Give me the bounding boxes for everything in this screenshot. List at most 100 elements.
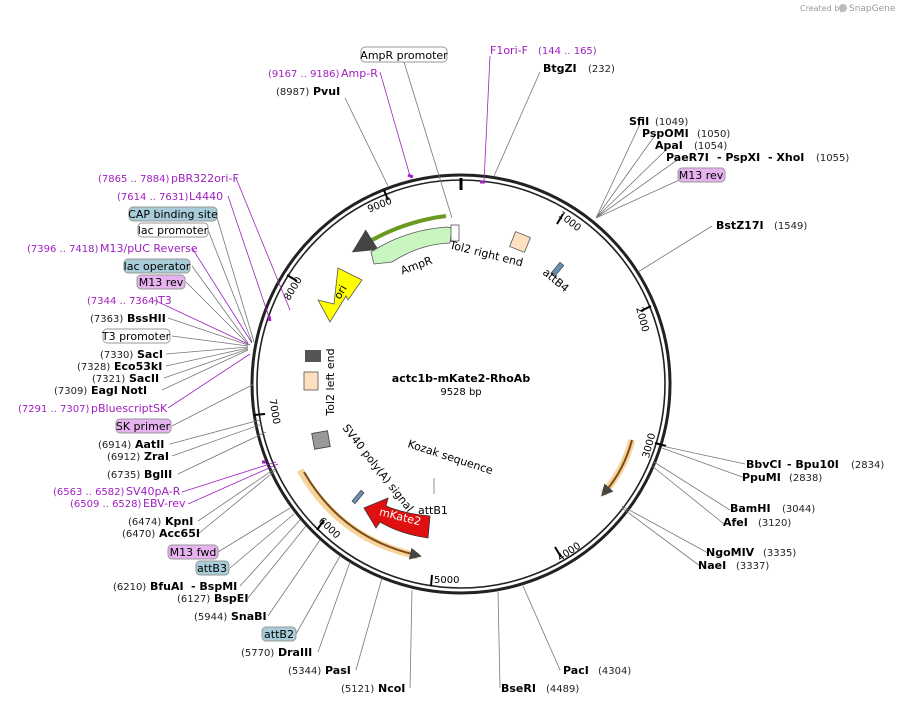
bspmi-name: - BspMI: [191, 580, 237, 593]
pspomi-name: PspOMI: [642, 127, 689, 140]
credit-text: Created by: [800, 4, 844, 13]
btgzi-name: BtgZI: [543, 62, 577, 75]
leader-snabi: [267, 539, 321, 617]
pvui-name: PvuI: [313, 85, 340, 98]
leader-t3-primer: [153, 299, 251, 346]
bstz17i-pos: (1549): [774, 221, 807, 232]
sv40-feature: [311, 430, 331, 450]
draiii-name: DraIII: [278, 646, 312, 659]
ampr-promoter-box: [360, 46, 448, 63]
attb2-label: attB2: [264, 628, 294, 641]
m13puc-range: (7396 .. 7418): [27, 244, 99, 255]
eagi-name: EagI: [91, 384, 118, 397]
sk-primer-label: SK primer: [116, 420, 171, 433]
tol2-right-box: [509, 231, 531, 253]
ori-feature: [317, 267, 363, 323]
ebv-label: EBV-rev: [143, 497, 186, 510]
tick-4000: [554, 546, 562, 558]
bglii-name: BglII: [144, 468, 172, 481]
noti-pos: (7309): [54, 386, 87, 397]
leader-bspei-group: [239, 519, 307, 599]
paer7i-pos: (1055): [816, 153, 849, 164]
bspei-name: BspEI: [214, 592, 248, 605]
afei-pos: (3120): [758, 518, 791, 529]
f1ori-primer-range: (144 .. 165): [538, 46, 597, 57]
lac-operator-box: [123, 258, 191, 274]
acc65i-name: Acc65I: [159, 527, 200, 540]
tick-label-7000: 7000: [266, 398, 281, 425]
bsshii-pos: (7363): [90, 314, 123, 325]
ppumi-pos: (2838): [789, 473, 822, 484]
bsshii-name: BssHII: [127, 312, 166, 325]
bfuai-pos: (6210): [113, 582, 146, 593]
attb1-label: attB1: [418, 504, 448, 517]
leader-l4440-group: [227, 177, 291, 321]
ebv-range: (6509 .. 6528): [70, 499, 142, 510]
t3-promoter-label: T3 promoter: [101, 330, 171, 343]
naei-pos: (3337): [736, 561, 769, 572]
m13rev-top-label: M13 rev: [679, 169, 724, 182]
t3-promoter-box: [102, 328, 171, 344]
eco53ki-pos: (7328): [77, 362, 110, 373]
ampr-primer-label: Amp-R: [341, 67, 378, 80]
sacii-pos: (7321): [92, 374, 125, 385]
tick-2000: [640, 305, 652, 312]
plasmid-length: 9528 bp: [440, 387, 481, 398]
leader-bglii-group: [169, 419, 267, 475]
orf-right-arrow: [601, 439, 633, 497]
bspei-pos: (6127): [177, 594, 210, 605]
leader-pbluescript: [167, 353, 251, 409]
inner-features: AmpR ori Tol2 right end attB4 Tol2 left …: [296, 214, 636, 560]
pbluescript-range: (7291 .. 7307): [18, 404, 90, 415]
ampr-orf-arrow: [351, 214, 447, 253]
pspomi-pos: (1050): [697, 129, 730, 140]
attb4-mark: [550, 261, 565, 277]
m13rev-left-label: M13 rev: [139, 276, 184, 289]
paci-name: PacI: [563, 664, 589, 677]
snapgene-logo-icon: [839, 4, 847, 12]
leader-sk-primer: [171, 383, 255, 427]
tick-label-9000: 9000: [366, 196, 394, 216]
leader-f1ori: [483, 55, 491, 183]
tol2-left-hatch: [305, 350, 321, 362]
ngomiv-pos: (3335): [763, 548, 796, 559]
bglii-pos: (6735): [107, 470, 140, 481]
ppumi-name: PpuMI: [742, 471, 781, 484]
zrai-name: ZraI: [144, 450, 169, 463]
kozak-label: Kozak sequence: [406, 437, 495, 477]
leader-bamhi-group: [651, 461, 731, 525]
ampr-label: AmpR: [399, 254, 435, 278]
paci-pos: (4304): [598, 666, 631, 677]
kozak-mark: [351, 489, 365, 505]
bbvci-name: BbvCI: [746, 458, 782, 471]
m13rev-left-box: [136, 274, 186, 290]
aatii-pos: (6914): [98, 440, 131, 451]
leader-apai-group: [595, 123, 689, 219]
leader-lac-group: [185, 265, 249, 345]
orf-left-arrow: [303, 471, 422, 560]
t3-primer-range: (7344 .. 7364): [87, 296, 159, 307]
pasi-name: PasI: [325, 664, 351, 677]
tick-label-4000: 4000: [556, 541, 583, 564]
xhoi-name: - XhoI: [768, 151, 804, 164]
sv40-label: SV40 poly(A) signal: [340, 422, 416, 515]
mkate2-feature: [363, 497, 431, 539]
leader-btgzi: [493, 71, 541, 177]
acc65i-pos: (6470): [122, 529, 155, 540]
cap-label: CAP binding site: [128, 208, 218, 221]
ori-label: ori: [331, 283, 349, 302]
bstz17i-name: BstZ17I: [716, 219, 764, 232]
tol2-left-box: [303, 371, 319, 391]
noti-name: NotI: [121, 384, 147, 397]
draiii-pos: (5770): [241, 648, 274, 659]
lac-operator-label: lac operator: [124, 260, 191, 273]
tick-5000: [430, 574, 433, 587]
lac-promoter-label: lac promoter: [138, 224, 209, 237]
leader-t3-group: [167, 317, 249, 347]
leader-draiii: [317, 561, 351, 653]
ncoi-name: NcoI: [378, 682, 405, 695]
cap-box: [128, 206, 218, 222]
leader-ncoi: [409, 589, 413, 689]
tick-label-5000: 5000: [434, 575, 459, 586]
